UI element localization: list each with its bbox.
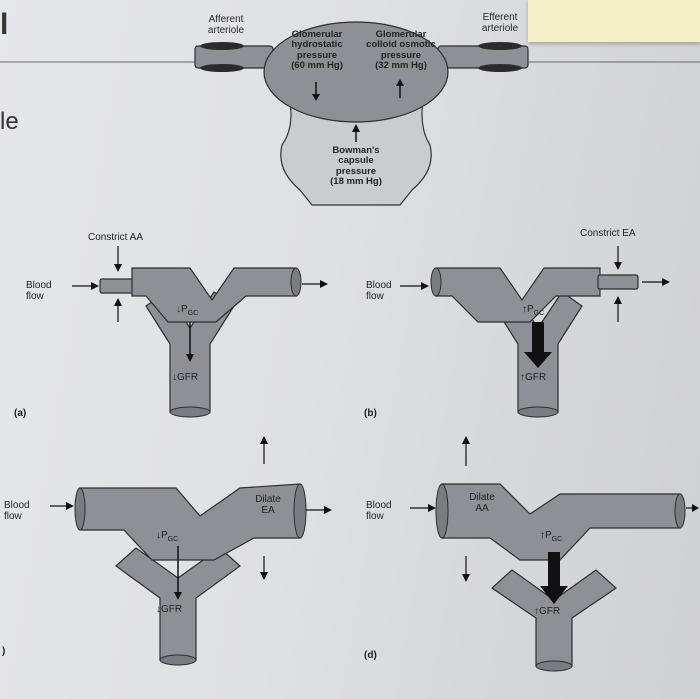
panel-a-action: Constrict AA [88, 232, 143, 243]
panel-b-pgc: ↑PGC [522, 304, 544, 318]
panel-d-gfr: ↑GFR [534, 606, 560, 617]
panel-a-gfr: ↓GFR [172, 372, 198, 383]
panel-c-letter: ) [2, 646, 5, 657]
panel-d-blood-flow: Blood flow [366, 500, 392, 522]
panel-b-letter: (b) [364, 408, 377, 419]
panel-d-pgc: ↑PGC [540, 530, 562, 544]
panel-d-letter: (d) [364, 650, 377, 661]
glomerular-hydrostatic-label: Glomerular hydrostatic pressure (60 mm H… [282, 30, 352, 72]
glomerular-colloid-label: Glomerular colloid osmotic pressure (32 … [356, 30, 446, 72]
afferent-arteriole-label: Afferent arteriole [196, 14, 256, 36]
panel-c-blood-flow: Blood flow [4, 500, 30, 522]
efferent-arteriole [438, 46, 528, 68]
panel-a-vessels [72, 246, 328, 417]
panel-c-action: Dilate EA [250, 494, 286, 516]
panel-c-pgc: ↓PGC [156, 530, 178, 544]
panel-b-vessels [400, 246, 670, 417]
panel-d-vessels [410, 436, 699, 671]
panel-b-action: Constrict EA [580, 228, 636, 239]
panel-b-blood-flow: Blood flow [366, 280, 392, 302]
panel-a-pgc: ↓PGC [176, 304, 198, 318]
panel-a-letter: (a) [14, 408, 26, 419]
panel-a-blood-flow: Blood flow [26, 280, 52, 302]
efferent-arteriole-label: Efferent arteriole [470, 12, 530, 34]
panel-c-vessels [50, 436, 332, 665]
bowmans-pressure-label: Bowman's capsule pressure (18 mm Hg) [318, 146, 394, 188]
panel-d-action: Dilate AA [462, 492, 502, 514]
panel-b-gfr: ↑GFR [520, 372, 546, 383]
panel-c-gfr: ↓GFR [156, 604, 182, 615]
